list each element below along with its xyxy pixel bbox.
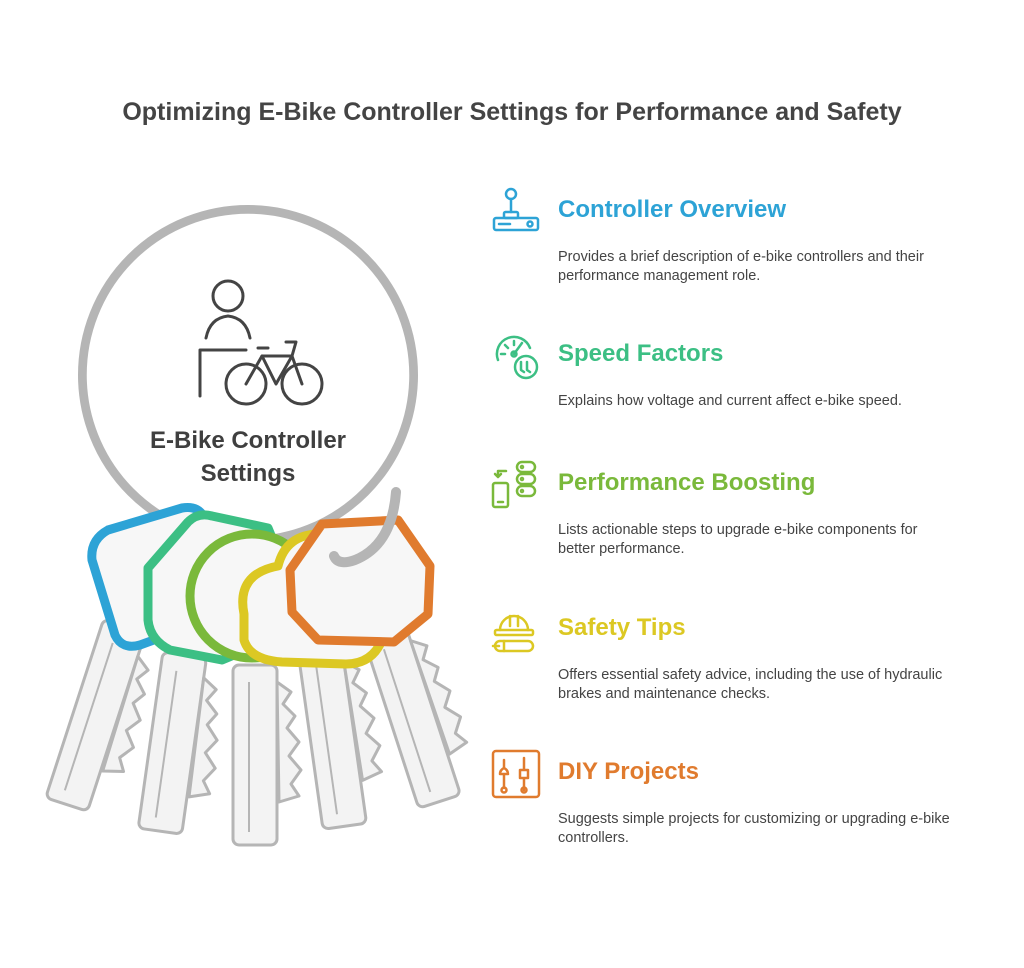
page-title: Optimizing E-Bike Controller Settings fo… xyxy=(122,98,902,126)
item-description: Offers essential safety advice, includin… xyxy=(558,667,943,702)
item-description: Explains how voltage and current affect … xyxy=(558,393,902,409)
item-description: Lists actionable steps to upgrade e-bike… xyxy=(558,522,918,557)
item-heading: Performance Boosting xyxy=(558,469,816,496)
hardhat-icon xyxy=(491,614,535,653)
center-label: E-Bike Controller Settings xyxy=(128,424,368,490)
item-description: Provides a brief description of e-bike c… xyxy=(558,249,924,284)
key-ring xyxy=(78,205,418,545)
item-heading: DIY Projects xyxy=(558,758,699,785)
joystick-icon xyxy=(492,187,540,232)
center-label-line2: Settings xyxy=(200,460,296,487)
tools-icon xyxy=(491,749,541,799)
key-blades xyxy=(45,618,469,847)
item-description: Suggests simple projects for customizing… xyxy=(558,811,950,846)
person-with-bicycle-icon xyxy=(198,279,324,406)
center-label-line1: E-Bike Controller xyxy=(149,427,347,454)
key-head-orange xyxy=(285,515,435,647)
server-phone-icon xyxy=(491,460,537,509)
item-heading: Speed Factors xyxy=(558,340,724,367)
speedometer-icon xyxy=(495,335,539,380)
item-heading: Controller Overview xyxy=(558,196,787,223)
item-heading: Safety Tips xyxy=(558,614,686,641)
